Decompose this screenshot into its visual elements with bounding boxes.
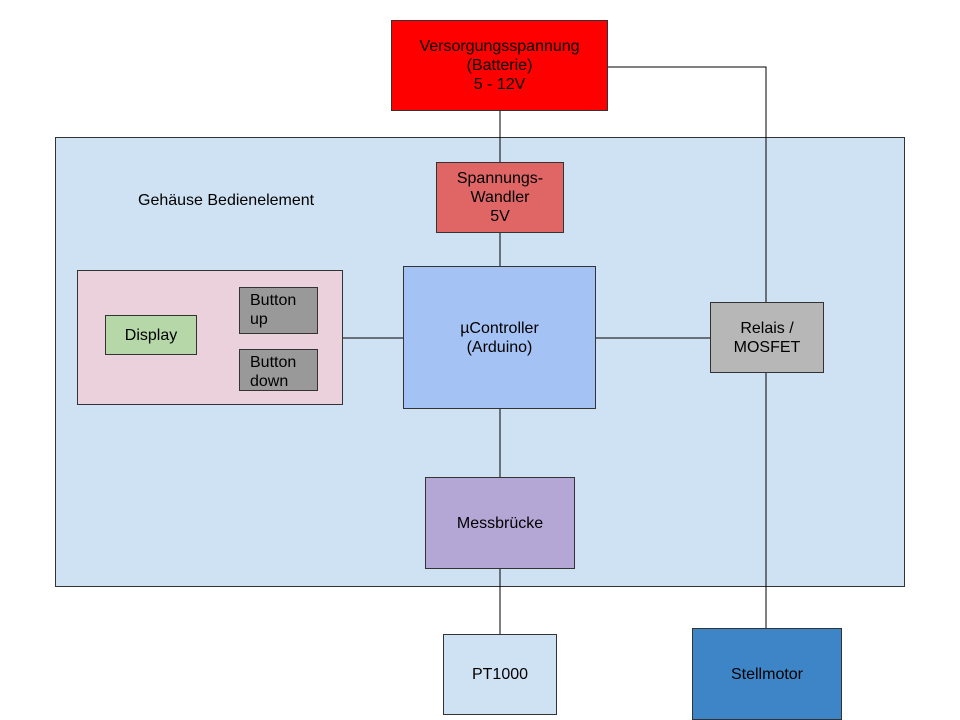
line-supply-relay xyxy=(607,66,767,303)
supply-voltage-box: Versorgungsspannung (Batterie) 5 - 12V xyxy=(391,20,608,111)
button-down-box: Button down xyxy=(239,349,318,391)
display-box: Display xyxy=(105,315,197,355)
display-label: Display xyxy=(124,326,178,344)
sensor-box: PT1000 xyxy=(443,634,557,715)
button-up-box: Button up xyxy=(239,287,318,334)
relay-label: Relais / MOSFET xyxy=(733,319,801,356)
measuring-bridge-box: Messbrücke xyxy=(425,477,575,569)
microcontroller-box: µController (Arduino) xyxy=(403,266,596,409)
voltage-converter-label: Spannungs- Wandler 5V xyxy=(456,170,544,225)
supply-voltage-label: Versorgungsspannung (Batterie) 5 - 12V xyxy=(419,38,580,93)
sensor-label: PT1000 xyxy=(471,666,529,683)
measuring-bridge-label: Messbrücke xyxy=(456,514,544,532)
actuator-motor-box: Stellmotor xyxy=(692,628,842,720)
relay-box: Relais / MOSFET xyxy=(710,302,824,373)
button-up-label: Button up xyxy=(250,292,297,328)
actuator-motor-label: Stellmotor xyxy=(730,665,804,683)
voltage-converter-box: Spannungs- Wandler 5V xyxy=(436,162,564,233)
microcontroller-label: µController (Arduino) xyxy=(460,319,539,356)
button-down-label: Button down xyxy=(250,354,297,390)
housing-label: Gehäuse Bedienelement xyxy=(138,192,315,209)
